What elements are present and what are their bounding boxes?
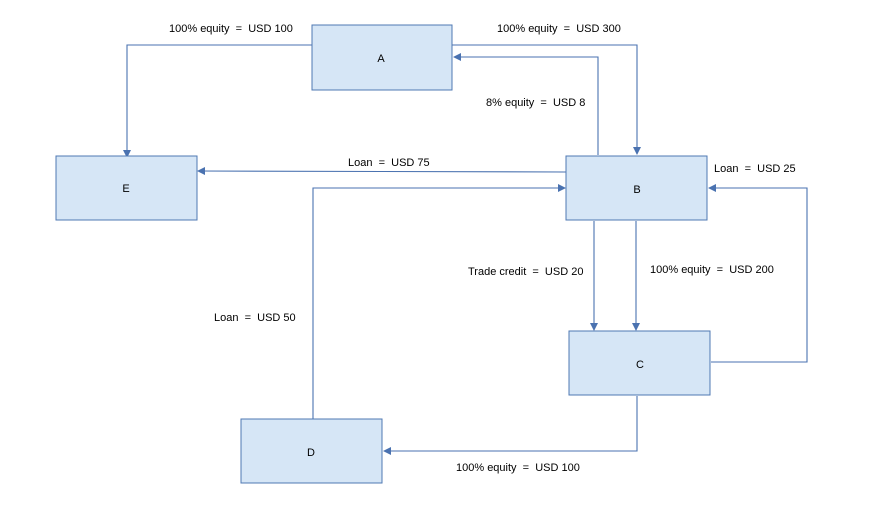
node-c-label: C <box>636 359 644 371</box>
edge-label-c-to-b: Loan = USD 25 <box>714 163 796 175</box>
edge-labels: 100% equity = USD 100 100% equity = USD … <box>169 23 796 474</box>
edge-label-b-to-a: 8% equity = USD 8 <box>486 97 585 109</box>
node-b-label: B <box>633 184 640 196</box>
edge-label-a-to-b: 100% equity = USD 300 <box>497 23 621 35</box>
edge-b-to-a <box>453 53 599 155</box>
edge-label-d-to-b: Loan = USD 50 <box>214 312 296 324</box>
node-d-label: D <box>307 447 315 459</box>
edge-label-c-to-d: 100% equity = USD 100 <box>456 462 580 474</box>
edge-d-to-b <box>312 184 566 419</box>
node-e: E <box>55 155 198 221</box>
node-c: C <box>568 330 711 396</box>
edges <box>123 44 808 455</box>
edge-a-to-e <box>123 44 312 158</box>
edge-a-to-b <box>452 44 641 155</box>
edge-label-a-to-e: 100% equity = USD 100 <box>169 23 293 35</box>
node-a: A <box>311 24 453 91</box>
edge-label-b-to-c-trade-credit: Trade credit = USD 20 <box>468 266 583 278</box>
node-a-label: A <box>377 53 385 65</box>
edge-label-b-to-c-equity: 100% equity = USD 200 <box>650 264 774 276</box>
edge-c-to-b <box>708 184 808 363</box>
edge-b-to-e <box>197 167 567 176</box>
edge-label-b-to-e: Loan = USD 75 <box>348 157 430 169</box>
node-e-label: E <box>122 183 129 195</box>
edge-c-to-d <box>383 396 638 455</box>
node-b: B <box>565 155 708 221</box>
node-d: D <box>240 418 383 484</box>
